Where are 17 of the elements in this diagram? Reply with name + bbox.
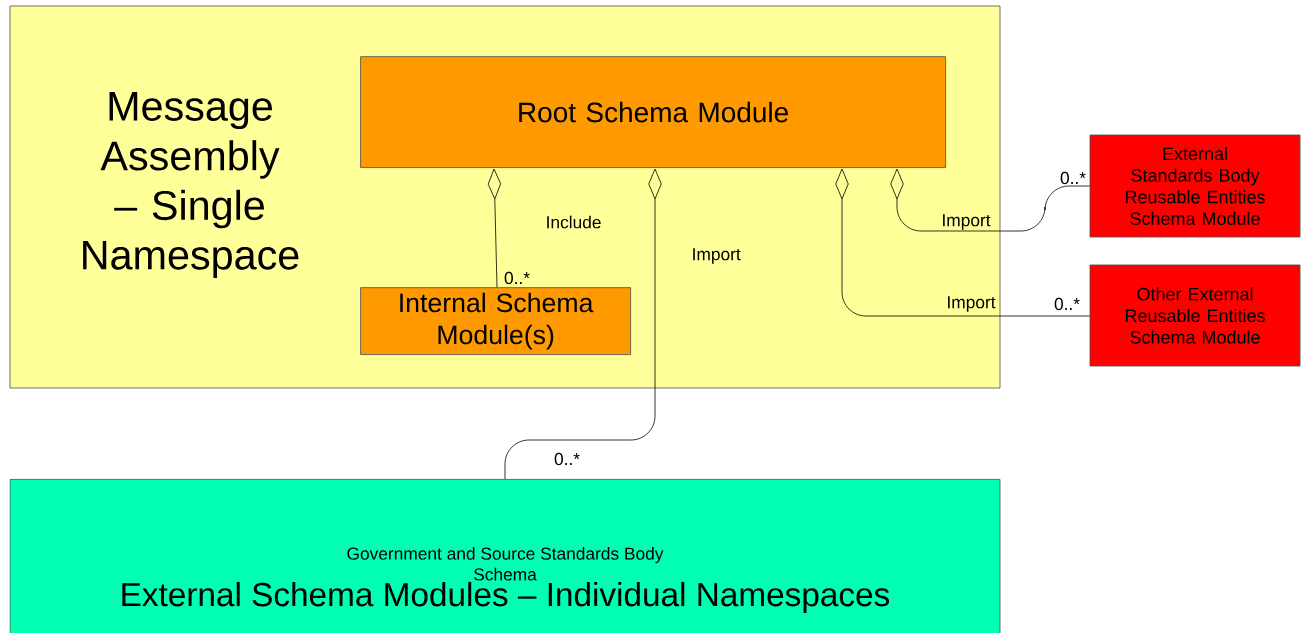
multiplicity-label: 0..*: [1060, 171, 1086, 185]
edge-label: Import: [948, 296, 996, 312]
edge-label: Include: [547, 215, 601, 229]
module-box: External Standards Body Reusable Entities Schema Module: [1089, 134, 1301, 238]
namespace-panel: Government and Source Standards Body Schema External Schema Modules – Individual Namespaces: [9, 479, 1001, 633]
connector: [487, 168, 502, 288]
edge-label: Import: [693, 248, 741, 264]
multiplicity-label: 0..*: [504, 271, 530, 285]
multiplicity-label: 0..*: [554, 452, 580, 466]
connector: [890, 168, 1090, 232]
multiplicity-label: 0..*: [1054, 297, 1080, 311]
edge-label: Import: [943, 214, 991, 230]
module-box: Internal Schema Module(s): [360, 287, 631, 355]
connector: [835, 168, 1090, 317]
connector: [504, 168, 662, 480]
module-box: Other External Reusable Entities Schema Module: [1089, 264, 1301, 367]
module-box: Root Schema Module: [360, 56, 947, 168]
